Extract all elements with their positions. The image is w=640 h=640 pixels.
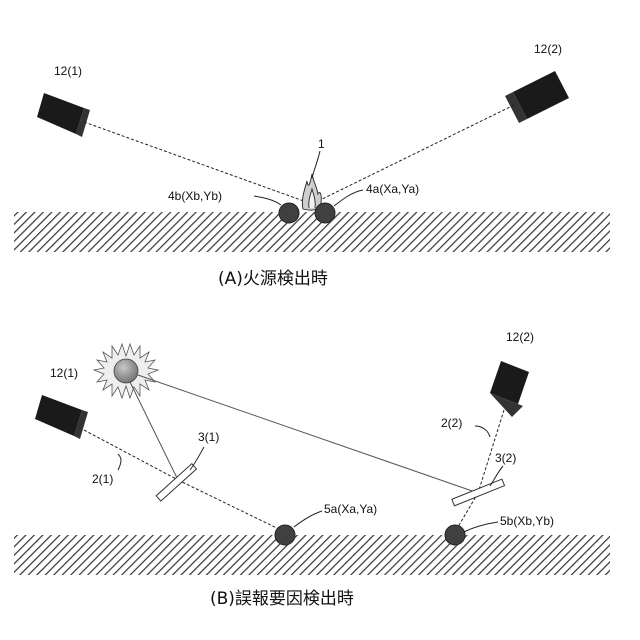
fire-label: 1 xyxy=(318,137,325,151)
point-4b xyxy=(279,203,299,223)
panel-a: 12(1) 12(2) 1 4b(Xb,Yb) 4a(Xa,Ya) (A)火源検… xyxy=(14,42,610,289)
reflector-3-2 xyxy=(452,479,505,506)
leader-3-1 xyxy=(190,447,204,470)
leader-4a xyxy=(334,190,363,206)
point-4a-label: 4a(Xa,Ya) xyxy=(366,182,419,196)
reflector-3-2-label: 3(2) xyxy=(495,451,516,465)
camera-12-1-b-icon xyxy=(35,395,88,439)
camera-12-1-label: 12(1) xyxy=(54,64,82,78)
sun-ray-to-3-1 xyxy=(130,382,178,480)
ground-b xyxy=(14,535,610,575)
sun-icon xyxy=(94,344,158,398)
point-5b xyxy=(445,525,465,545)
leader-fire xyxy=(312,151,320,178)
camera-12-2-b-label: 12(2) xyxy=(506,330,534,344)
sight-line-reflect-1 xyxy=(178,480,285,532)
camera-12-2-b-icon xyxy=(490,361,529,417)
camera-12-2-icon xyxy=(505,71,569,123)
leader-5b xyxy=(464,522,498,532)
caption-a: (A)火源検出時 xyxy=(218,269,328,289)
leader-2-2 xyxy=(475,426,490,437)
reflector-3-1-label: 3(1) xyxy=(198,430,219,444)
panel-b: 12(1) 12(2) 3(1) 2(1) 2(2) 3(2) 5a(Xa,Ya… xyxy=(14,330,610,609)
leader-4b xyxy=(254,196,281,205)
camera-12-2-label: 12(2) xyxy=(534,42,562,56)
point-4a xyxy=(315,203,335,223)
point-5a xyxy=(275,525,295,545)
caption-b: (B)誤報要因検出時 xyxy=(210,589,354,609)
point-4b-label: 4b(Xb,Yb) xyxy=(168,189,222,203)
point-5b-label: 5b(Xb,Yb) xyxy=(500,514,554,528)
fire-icon xyxy=(302,174,321,210)
ground-a xyxy=(14,212,610,252)
ray-2-1-label: 2(1) xyxy=(92,472,113,486)
leader-5a xyxy=(294,511,322,527)
point-5a-label: 5a(Xa,Ya) xyxy=(324,502,377,516)
camera-12-1-icon xyxy=(37,93,90,137)
ray-2-2-label: 2(2) xyxy=(441,416,462,430)
camera-12-1-b-label: 12(1) xyxy=(50,366,78,380)
leader-2-1 xyxy=(118,454,121,470)
